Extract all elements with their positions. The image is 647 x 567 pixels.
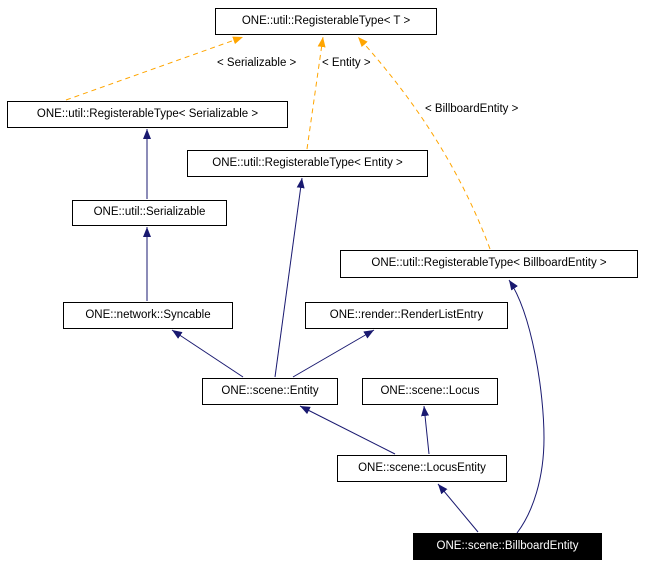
node-entity[interactable]: ONE::scene::Entity bbox=[202, 378, 338, 405]
inheritance-edge-locusentity-to-entity bbox=[299, 405, 396, 455]
template-arg-label-billboardentity: < BillboardEntity > bbox=[425, 103, 519, 115]
node-locusentity[interactable]: ONE::scene::LocusEntity bbox=[337, 455, 507, 482]
inheritance-edge-entity-to-syncable bbox=[171, 329, 244, 378]
node-billboardentity-focus: ONE::scene::BillboardEntity bbox=[413, 533, 602, 560]
node-registerabletype-t[interactable]: ONE::util::RegisterableType< T > bbox=[215, 8, 437, 35]
node-serializable[interactable]: ONE::util::Serializable bbox=[72, 200, 227, 226]
inheritance-edge-locusentity-to-locus bbox=[421, 405, 430, 455]
node-locus[interactable]: ONE::scene::Locus bbox=[362, 378, 498, 405]
template-edge-registerabletype-entity-to-registerabletype-t bbox=[306, 36, 326, 150]
inheritance-edge-entity-to-registerabletype-entity bbox=[274, 177, 305, 378]
inheritance-edge-entity-to-renderlistentry bbox=[292, 329, 375, 378]
node-renderlistentry[interactable]: ONE::render::RenderListEntry bbox=[305, 302, 508, 329]
template-edge-registerabletype-billboardentity-to-registerabletype-t bbox=[357, 36, 491, 250]
node-registerabletype-entity[interactable]: ONE::util::RegisterableType< Entity > bbox=[187, 150, 428, 177]
inheritance-edge-billboardentity-to-registerabletype-billboardentity bbox=[508, 279, 545, 534]
template-arg-label-serializable: < Serializable > bbox=[217, 57, 297, 69]
inheritance-edge-billboardentity-to-locusentity bbox=[437, 483, 479, 533]
node-registerabletype-serializable[interactable]: ONE::util::RegisterableType< Serializabl… bbox=[7, 101, 288, 128]
node-registerabletype-billboardentity[interactable]: ONE::util::RegisterableType< BillboardEn… bbox=[340, 250, 638, 278]
template-edge-registerabletype-serializable-to-registerabletype-t bbox=[65, 36, 244, 101]
template-arg-label-entity: < Entity > bbox=[322, 57, 371, 69]
node-syncable[interactable]: ONE::network::Syncable bbox=[63, 302, 233, 329]
